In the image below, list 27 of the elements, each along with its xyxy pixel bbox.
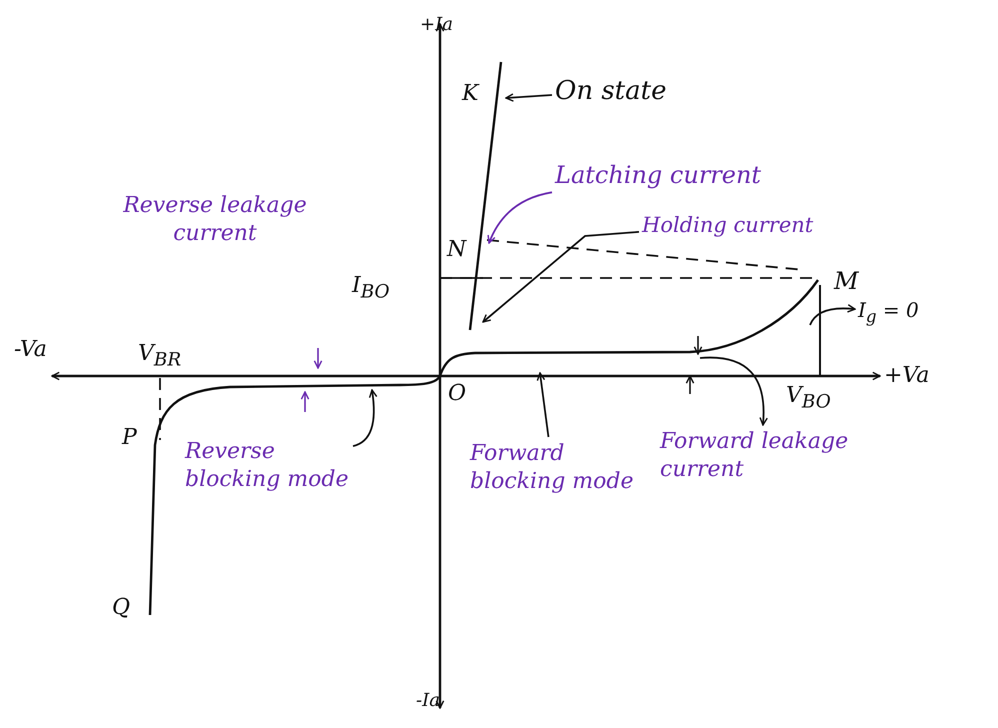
callout-text: On state: [555, 75, 666, 108]
point-label: V$_{BR}$: [138, 340, 182, 372]
point-label: Q: [112, 594, 130, 622]
leader-line: [505, 93, 552, 102]
callout-text: Latching current: [555, 160, 762, 190]
callout-text: Forward leakage current: [660, 428, 860, 483]
point-label: O: [448, 380, 466, 408]
axis-label: -Va: [14, 336, 47, 364]
leader-line: [482, 230, 640, 323]
point-label: I$_{BO}$: [352, 272, 390, 304]
callout-text: Holding current: [642, 212, 814, 238]
leader-line: [700, 356, 768, 426]
point-label: K: [462, 80, 478, 108]
point-label: M: [834, 266, 859, 296]
annotation-text: Reverse leakage current: [122, 192, 308, 247]
point-label: P: [122, 424, 137, 452]
point-label: N: [447, 236, 466, 264]
callout-text: Reverse blocking mode: [185, 438, 350, 493]
callout-text: I$_{g}$ = 0: [858, 298, 919, 328]
callout-text: Forward blocking mode: [470, 440, 635, 495]
leader-line: [488, 191, 552, 244]
leader-line: [536, 372, 550, 438]
leader-line: [352, 389, 378, 447]
axis-label: +Va: [884, 362, 930, 390]
leader-line: [809, 304, 856, 326]
axis-label: -Ia: [416, 690, 440, 712]
point-label: V$_{BO}$: [786, 382, 831, 414]
